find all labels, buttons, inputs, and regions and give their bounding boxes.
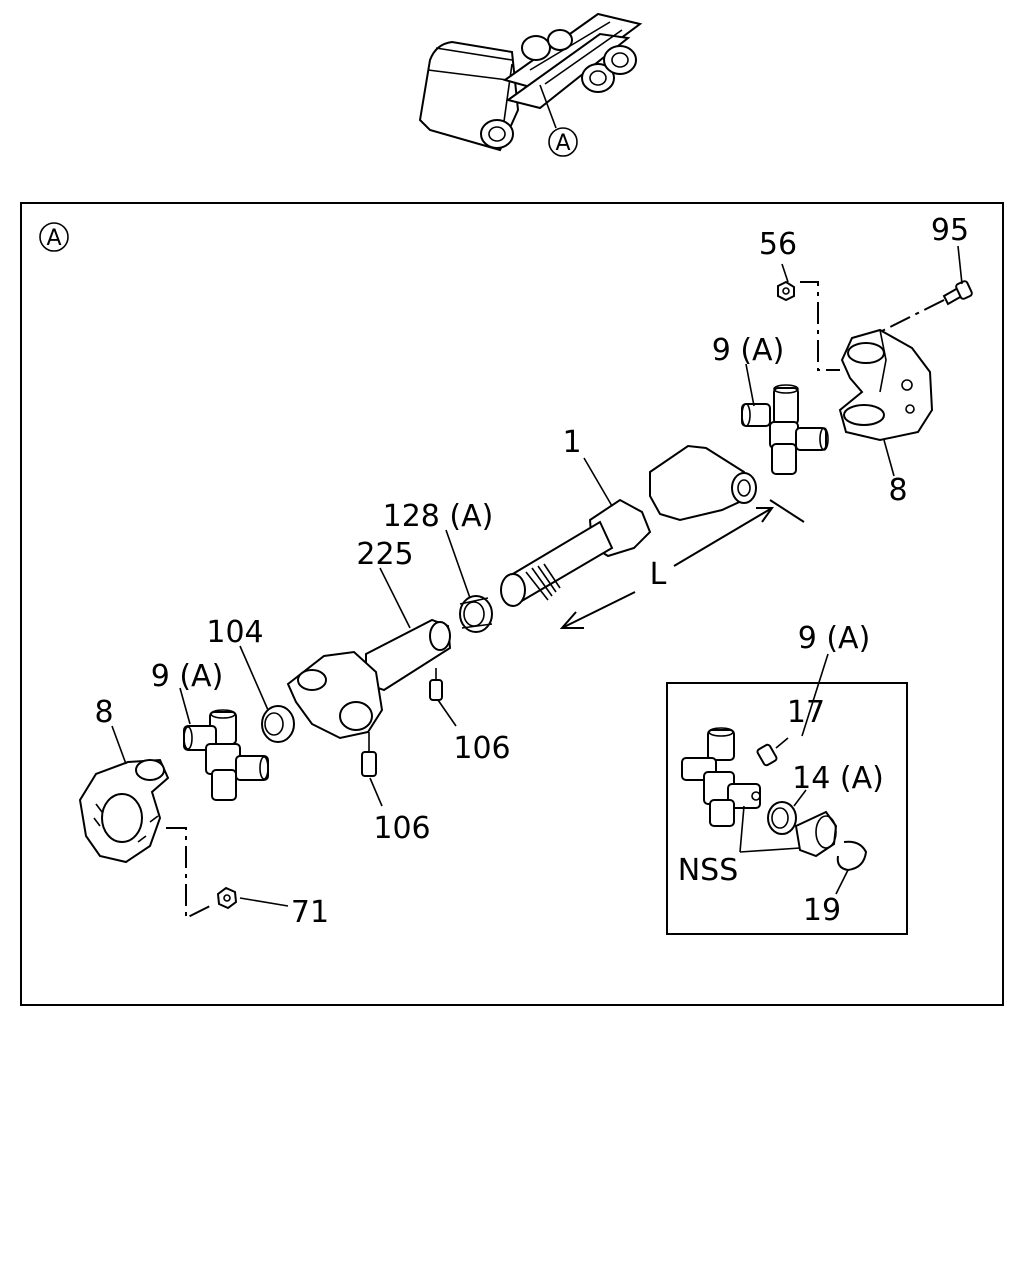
label-length-L: L <box>650 557 667 592</box>
diagram-frame <box>20 202 1004 1006</box>
label-nss: NSS <box>678 853 739 888</box>
nut-56 <box>777 280 840 371</box>
label-17: 17 <box>787 695 825 730</box>
label-128a: 128 (A) <box>383 499 494 534</box>
sleeve-yoke-225 <box>286 618 452 740</box>
label-8-left: 8 <box>94 695 113 730</box>
label-9a-top: 9 (A) <box>712 333 785 368</box>
label-9a-left: 9 (A) <box>151 659 224 694</box>
slip-yoke-shaft-1 <box>500 444 757 607</box>
length-dimension <box>559 499 805 629</box>
truck-ref-callout: A <box>555 131 570 156</box>
inset-grease-nipple-17 <box>756 737 789 767</box>
label-71: 71 <box>291 895 329 930</box>
leader-lines <box>111 245 963 765</box>
grease-nipple-106-lower <box>361 732 383 807</box>
grease-nipple-106-upper <box>429 668 457 727</box>
label-225: 225 <box>356 537 413 572</box>
flange-yoke-left <box>78 758 170 864</box>
label-8-right: 8 <box>888 473 907 508</box>
inset-universal-joint <box>681 727 761 827</box>
inset-bearing-cup <box>794 810 838 858</box>
flange-yoke-right <box>838 328 934 442</box>
nut-71 <box>166 827 289 920</box>
inset-seal-14a <box>767 789 807 835</box>
label-95: 95 <box>931 213 969 248</box>
label-104: 104 <box>206 615 263 650</box>
label-106-lower: 106 <box>373 811 430 846</box>
label-9a-inset: 9 (A) <box>798 621 871 656</box>
label-1: 1 <box>562 425 581 460</box>
label-14a: 14 (A) <box>792 761 884 796</box>
universal-joint-left <box>183 709 269 801</box>
seal-ring-128a <box>459 595 493 633</box>
universal-joint-top <box>741 384 829 475</box>
truck-overview: A <box>418 12 643 157</box>
inset-snap-ring-19 <box>835 840 868 895</box>
dust-cover-104 <box>261 705 295 743</box>
inset-frame <box>666 682 908 935</box>
label-56: 56 <box>759 227 797 262</box>
label-19: 19 <box>803 893 841 928</box>
inset-nss-leaders <box>739 805 801 853</box>
frame-ref-callout: A <box>46 226 61 251</box>
bolt-95 <box>879 280 973 333</box>
label-106-upper: 106 <box>453 731 510 766</box>
